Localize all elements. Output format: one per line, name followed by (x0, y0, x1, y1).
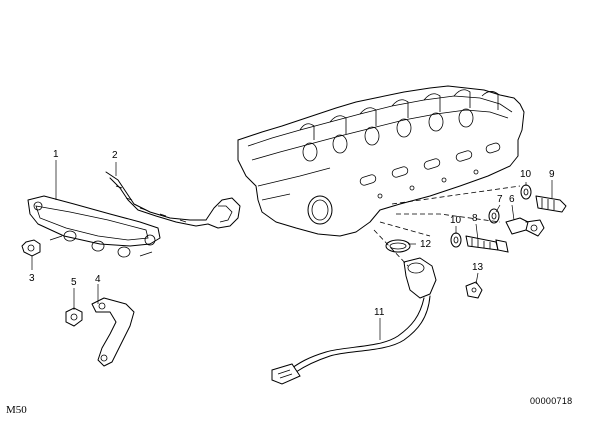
callout-12: 12 (420, 239, 432, 250)
callout-5: 5 (71, 277, 77, 288)
callout-10-lower: 10 (450, 215, 462, 226)
callout-13: 13 (472, 262, 484, 273)
part-6-sensor (505, 217, 545, 237)
part-5-nut (65, 307, 83, 327)
part-13-clip (465, 281, 483, 299)
callout-6: 6 (509, 194, 515, 205)
leader-dashed (396, 213, 501, 223)
cylinder-head (237, 85, 525, 237)
callout-11: 11 (374, 307, 385, 318)
callout-1: 1 (53, 149, 59, 160)
part-7-washer (488, 208, 500, 224)
callout-numbers: 1 2 3 4 5 6 7 8 9 10 10 11 12 13 (29, 149, 555, 318)
model-label: M50 (6, 404, 27, 416)
leader-dashed (391, 185, 521, 205)
callout-4: 4 (95, 274, 101, 285)
callout-3: 3 (29, 273, 35, 284)
part-1-gasket (27, 195, 161, 258)
callout-2: 2 (112, 150, 118, 161)
callout-10-upper: 10 (520, 169, 532, 180)
part-4-bracket (91, 297, 135, 367)
drawing-number: 00000718 (530, 396, 573, 406)
part-10-washer-lower (450, 232, 462, 248)
part-2-gasket-strip (105, 171, 241, 229)
callout-9: 9 (549, 169, 555, 180)
part-3-nut (21, 239, 41, 257)
callout-leaders (31, 160, 553, 340)
callout-7: 7 (497, 194, 503, 205)
leader-dashed (379, 221, 431, 237)
callout-8: 8 (472, 213, 478, 224)
part-8-bolt (465, 235, 509, 253)
part-12-o-ring (385, 239, 411, 253)
part-9-fitting (535, 195, 567, 213)
part-10-washer-upper (520, 184, 532, 200)
part-11-sensor-cable (271, 257, 437, 385)
